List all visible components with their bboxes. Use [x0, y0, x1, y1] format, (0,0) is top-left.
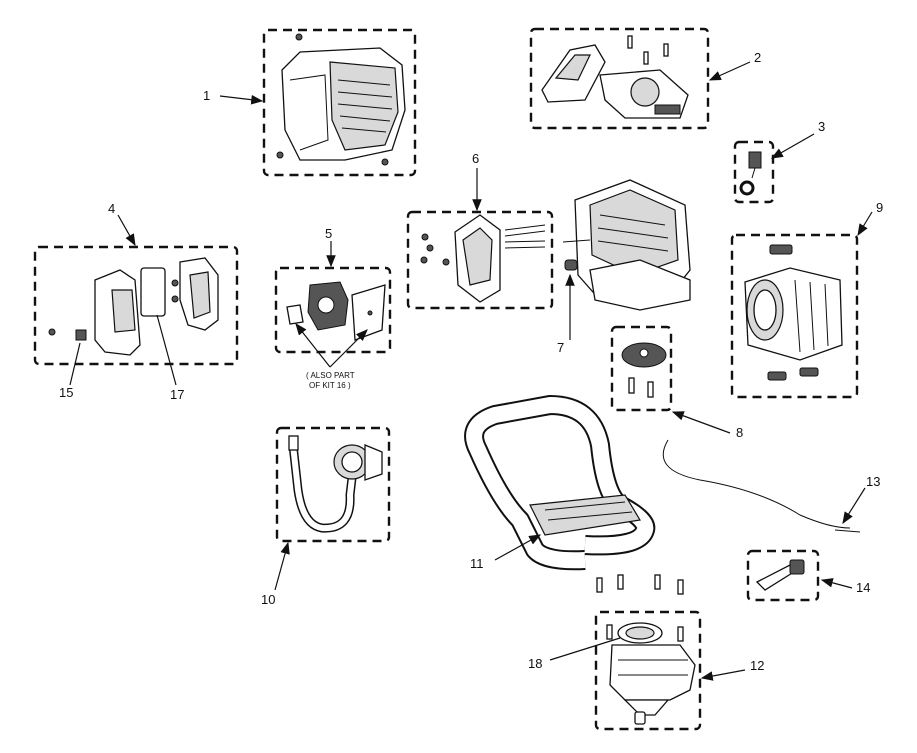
part-3-group: 3: [733, 119, 825, 204]
part-12-group: 12 18: [528, 610, 764, 731]
callout-13: 13: [866, 474, 880, 489]
part-6-box: [406, 210, 554, 310]
throttle-cable: [662, 439, 861, 533]
part-8-group: 8: [610, 325, 743, 440]
clutch-assembly: [621, 342, 667, 398]
gearbox: [606, 622, 696, 725]
part-3-box: [733, 140, 775, 204]
part-9-group: 9: [730, 200, 883, 399]
muffler: [420, 214, 546, 303]
callout-1: 1: [203, 88, 210, 103]
air-filter-cover: [48, 257, 219, 356]
leader-8: [671, 411, 731, 434]
part-1-box: [262, 28, 417, 177]
leader-10: [274, 541, 290, 591]
fuel-line-primer: [288, 435, 383, 533]
callout-8: 8: [736, 425, 743, 440]
leader-14: [820, 578, 853, 589]
carburetor: [286, 281, 386, 341]
frame-handle: [464, 395, 684, 595]
part-10-box: [275, 426, 391, 543]
part-14-group: 14: [746, 549, 870, 602]
callout-7: 7: [557, 340, 564, 355]
leader-18: [549, 637, 621, 661]
fan-housing: [744, 244, 843, 381]
leader-11: [494, 534, 542, 561]
spark-plug: [739, 151, 762, 196]
callout-18: 18: [528, 656, 542, 671]
callout-4: 4: [108, 201, 115, 216]
leader-1: [219, 94, 264, 105]
leader-2: [708, 61, 751, 81]
part-10-group: 10: [261, 426, 391, 607]
part-2-group: 2: [529, 27, 761, 130]
leader-4: [117, 214, 136, 247]
callout-12: 12: [750, 658, 764, 673]
callout-2: 2: [754, 50, 761, 65]
kit-16-note-line2: OF KIT 16 ): [309, 381, 351, 390]
leader-kit16-a: [295, 323, 331, 368]
leader-12: [700, 669, 746, 681]
callout-15: 15: [59, 385, 73, 400]
part-9-box: [730, 233, 859, 399]
callout-14: 14: [856, 580, 870, 595]
part-6-group: 6: [406, 151, 554, 310]
part-5-group: 5 ( ALSO PART OF KIT 16 ): [274, 226, 392, 390]
part-5-box: [274, 266, 392, 354]
callout-9: 9: [876, 200, 883, 215]
leader-9: [857, 211, 873, 237]
leader-15: [69, 342, 81, 386]
callout-6: 6: [472, 151, 479, 166]
recoil-starter: [541, 35, 689, 119]
leader-13: [842, 487, 866, 525]
leader-kit16-b: [329, 329, 368, 368]
part-12-box: [594, 610, 702, 731]
part-8-box: [610, 325, 673, 412]
engine-shroud-cover: [276, 33, 406, 166]
kit-16-note-line1: ( ALSO PART: [306, 371, 355, 380]
callout-11: 11: [470, 556, 484, 571]
part-4-box: [33, 245, 239, 366]
throttle-trigger: [755, 559, 805, 591]
callout-10: 10: [261, 592, 275, 607]
part-4-group: 4 15 17: [33, 201, 239, 402]
callout-5: 5: [325, 226, 332, 241]
part-14-box: [746, 549, 820, 602]
leader-3: [770, 133, 815, 159]
callout-3: 3: [818, 119, 825, 134]
part-1-group: 1: [203, 28, 417, 177]
callout-17: 17: [170, 387, 184, 402]
leader-17: [156, 314, 177, 386]
engine-block: [562, 179, 691, 311]
